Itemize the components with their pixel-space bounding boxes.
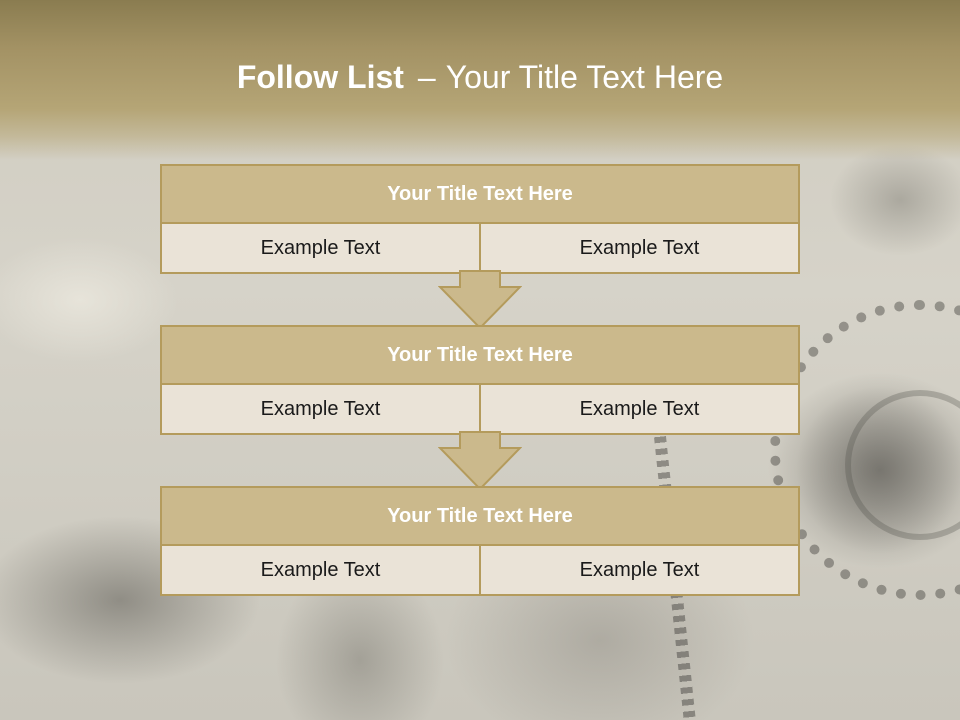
block-cell-right: Example Text bbox=[481, 224, 798, 272]
list-block-1[interactable]: Your Title Text Here Example Text Exampl… bbox=[160, 164, 800, 274]
block-row: Example Text Example Text bbox=[162, 385, 798, 433]
block-cell-left: Example Text bbox=[162, 546, 481, 594]
header-band bbox=[0, 0, 960, 160]
gear-hub-background-shape bbox=[845, 390, 960, 540]
down-arrow-icon bbox=[438, 270, 522, 330]
block-heading: Your Title Text Here bbox=[162, 327, 798, 385]
block-heading: Your Title Text Here bbox=[162, 166, 798, 224]
block-row: Example Text Example Text bbox=[162, 224, 798, 272]
list-block-3[interactable]: Your Title Text Here Example Text Exampl… bbox=[160, 486, 800, 596]
block-row: Example Text Example Text bbox=[162, 546, 798, 594]
slide-title[interactable]: Follow List–Your Title Text Here bbox=[0, 52, 960, 102]
block-cell-left: Example Text bbox=[162, 385, 481, 433]
block-heading: Your Title Text Here bbox=[162, 488, 798, 546]
block-cell-left: Example Text bbox=[162, 224, 481, 272]
down-arrow-icon bbox=[438, 431, 522, 491]
title-rest: Your Title Text Here bbox=[445, 59, 724, 95]
block-cell-right: Example Text bbox=[481, 385, 798, 433]
title-dash: – bbox=[417, 59, 436, 95]
list-block-2[interactable]: Your Title Text Here Example Text Exampl… bbox=[160, 325, 800, 435]
title-bold-part: Follow List bbox=[236, 59, 404, 95]
block-cell-right: Example Text bbox=[481, 546, 798, 594]
